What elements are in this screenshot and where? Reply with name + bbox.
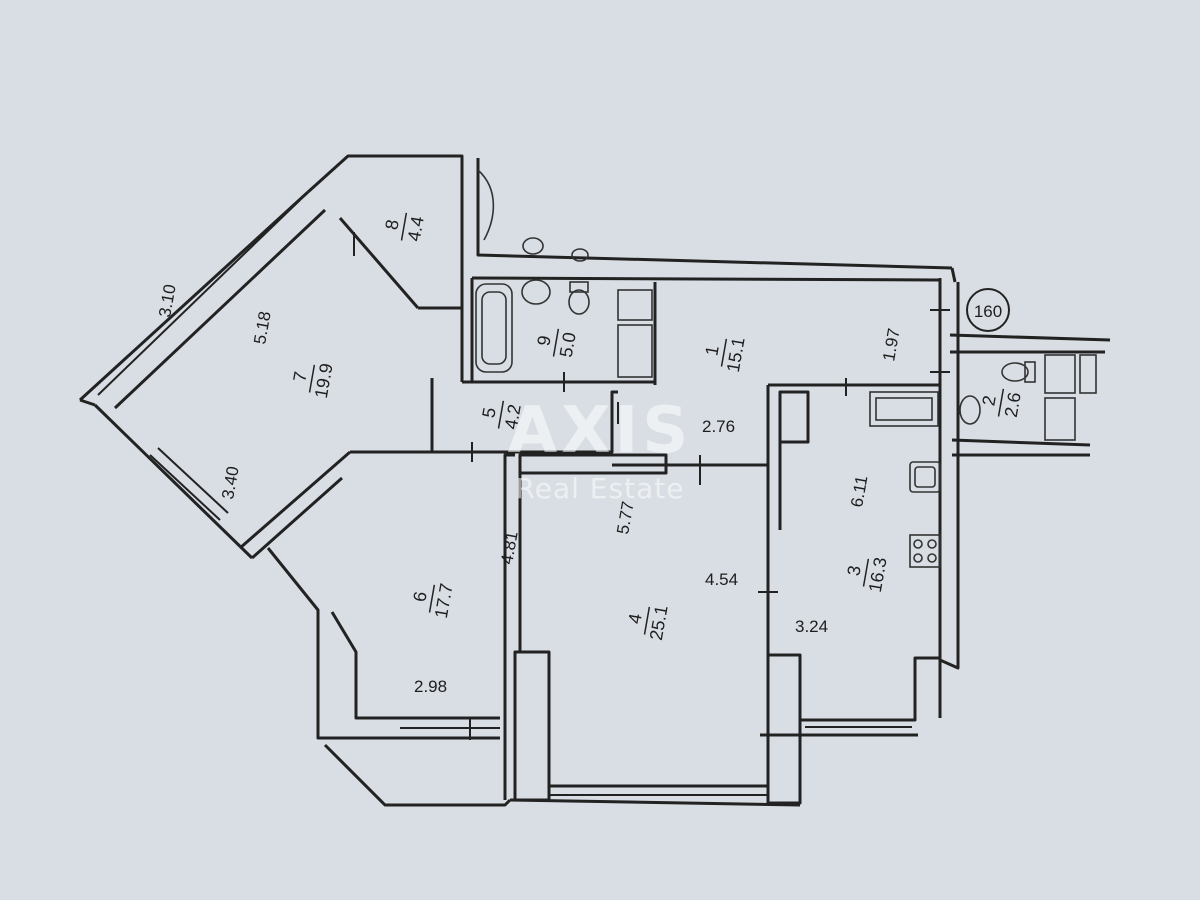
room-label-2: 2 2.6	[978, 388, 1025, 419]
dimension-label: 5.18	[250, 310, 274, 346]
room-label-9: 9 5.0	[533, 328, 580, 359]
bathtub	[475, 283, 513, 373]
ventilation-shaft: 160	[966, 288, 1010, 332]
svg-text:4.2: 4.2	[501, 403, 525, 431]
watermark-brand: AXIS	[508, 394, 693, 468]
svg-text:3: 3	[843, 564, 864, 577]
svg-text:4.4: 4.4	[404, 215, 428, 243]
upper-fixtures	[477, 169, 589, 262]
svg-text:6: 6	[409, 590, 430, 603]
svg-text:2: 2	[978, 394, 999, 407]
toilet-9	[568, 281, 590, 315]
storage-shelves	[617, 289, 1097, 441]
dimension-ticks	[353, 232, 950, 740]
toilet-2	[1001, 361, 1036, 383]
dimension-label: 2.98	[414, 677, 447, 696]
exterior-walls	[78, 154, 1111, 807]
dimension-label: 4.54	[705, 570, 738, 589]
sink-2	[959, 395, 981, 425]
svg-text:7: 7	[289, 370, 310, 383]
room-label-7: 7 19.9	[289, 362, 337, 400]
watermark-subtitle: Real Estate	[516, 472, 685, 505]
windows	[97, 199, 912, 796]
svg-text:4: 4	[624, 612, 645, 625]
svg-text:1: 1	[701, 344, 722, 357]
svg-text:2.6: 2.6	[1001, 391, 1025, 419]
svg-text:15.1: 15.1	[723, 336, 749, 374]
dimension-label: 3.40	[218, 465, 242, 501]
kitchen-counter	[869, 391, 939, 427]
svg-text:9: 9	[533, 334, 554, 347]
room-label-6: 6 17.7	[409, 582, 457, 620]
room-label-8: 8 4.4	[381, 212, 428, 243]
room-label-4: 4 25.1	[624, 604, 672, 642]
svg-text:25.1: 25.1	[646, 604, 672, 642]
svg-text:5: 5	[478, 406, 499, 419]
dimension-label: 6.11	[847, 474, 871, 509]
room-label-3: 3 16.3	[843, 556, 891, 594]
svg-text:5.0: 5.0	[556, 331, 580, 359]
shaft-label: 160	[974, 302, 1002, 321]
svg-text:19.9: 19.9	[311, 362, 337, 400]
dimension-label: 3.24	[795, 617, 828, 636]
room-label-1: 1 15.1	[701, 336, 749, 374]
bathroom-sink	[521, 279, 551, 305]
dimension-label: 2.76	[702, 417, 735, 436]
svg-text:16.3: 16.3	[865, 556, 891, 594]
dimension-label: 4.81	[497, 530, 521, 566]
dimension-label: 1.97	[879, 327, 903, 363]
room-label-5: 5 4.2	[478, 400, 525, 431]
kitchen-sink	[909, 461, 941, 493]
svg-text:8: 8	[381, 218, 402, 231]
dimension-label: 5.77	[613, 500, 637, 536]
stove	[909, 534, 941, 568]
svg-text:17.7: 17.7	[431, 582, 457, 620]
